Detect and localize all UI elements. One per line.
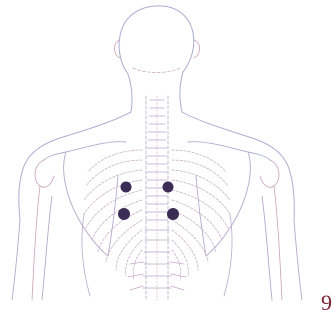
shoulder-outline-left [19, 112, 131, 220]
page-number: 9 [321, 292, 332, 314]
point-upper-left [121, 182, 132, 193]
spinal-column [143, 96, 171, 300]
arm-right-inner [262, 196, 272, 300]
scapula-left [64, 152, 118, 256]
ear-right [194, 40, 200, 58]
point-lower-right [167, 208, 179, 220]
head-outline [119, 6, 194, 112]
humerus-left [32, 160, 54, 300]
ribs-left [84, 150, 142, 280]
skull-base [133, 68, 180, 73]
scapular-spine-left [44, 142, 126, 160]
scapula-right [196, 152, 250, 256]
pressure-points [118, 182, 179, 221]
arm-left-outer [12, 220, 20, 300]
point-lower-left [118, 208, 130, 220]
ribs-right [172, 150, 230, 280]
scapular-spine-right [188, 142, 270, 160]
arm-left-inner [42, 196, 52, 300]
arm-right-outer [294, 220, 302, 300]
humerus-right [260, 160, 282, 300]
point-upper-right [163, 182, 174, 193]
